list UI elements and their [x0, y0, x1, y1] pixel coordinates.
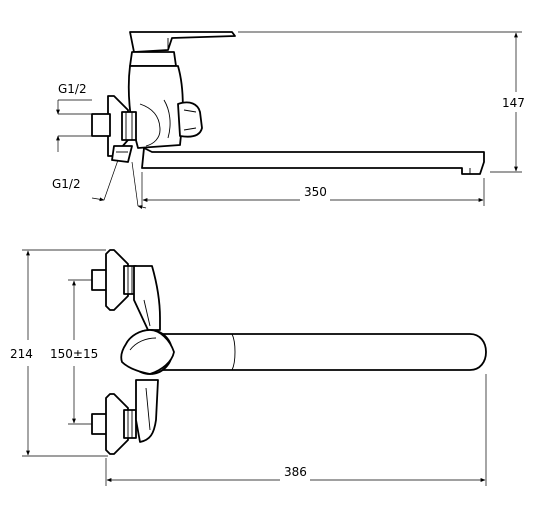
side-handle-lever	[129, 31, 236, 53]
front-upper-connector	[91, 249, 137, 311]
side-diverter-knob	[177, 101, 203, 138]
dim-spout-reach-side: 350	[141, 172, 485, 206]
label-height-side: 147	[502, 96, 525, 110]
front-body	[133, 265, 161, 443]
front-view: 214 150±15 386	[10, 249, 487, 486]
label-total-height-front: 214	[10, 347, 33, 361]
dim-thread-bottom: G1/2	[52, 159, 147, 209]
side-body	[127, 51, 184, 149]
side-wall-flange	[91, 95, 137, 163]
front-handle-disk	[120, 329, 175, 375]
dim-thread-top: G1/2	[56, 82, 96, 152]
dim-height-side: 147	[238, 31, 525, 173]
side-view: G1/2 G1/2 147 350	[52, 31, 525, 209]
label-center-distance: 150±15	[50, 347, 98, 361]
front-spout	[153, 333, 487, 371]
dim-total-length-front: 386	[105, 374, 487, 486]
label-thread-bottom: G1/2	[52, 177, 81, 191]
side-spout	[141, 147, 485, 175]
label-total-length-front: 386	[284, 465, 307, 479]
dim-total-height-front: 214	[10, 249, 108, 457]
label-thread-top: G1/2	[58, 82, 87, 96]
front-lower-connector	[91, 393, 137, 455]
label-spout-reach-side: 350	[304, 185, 327, 199]
dim-center-distance: 150±15	[50, 279, 98, 425]
